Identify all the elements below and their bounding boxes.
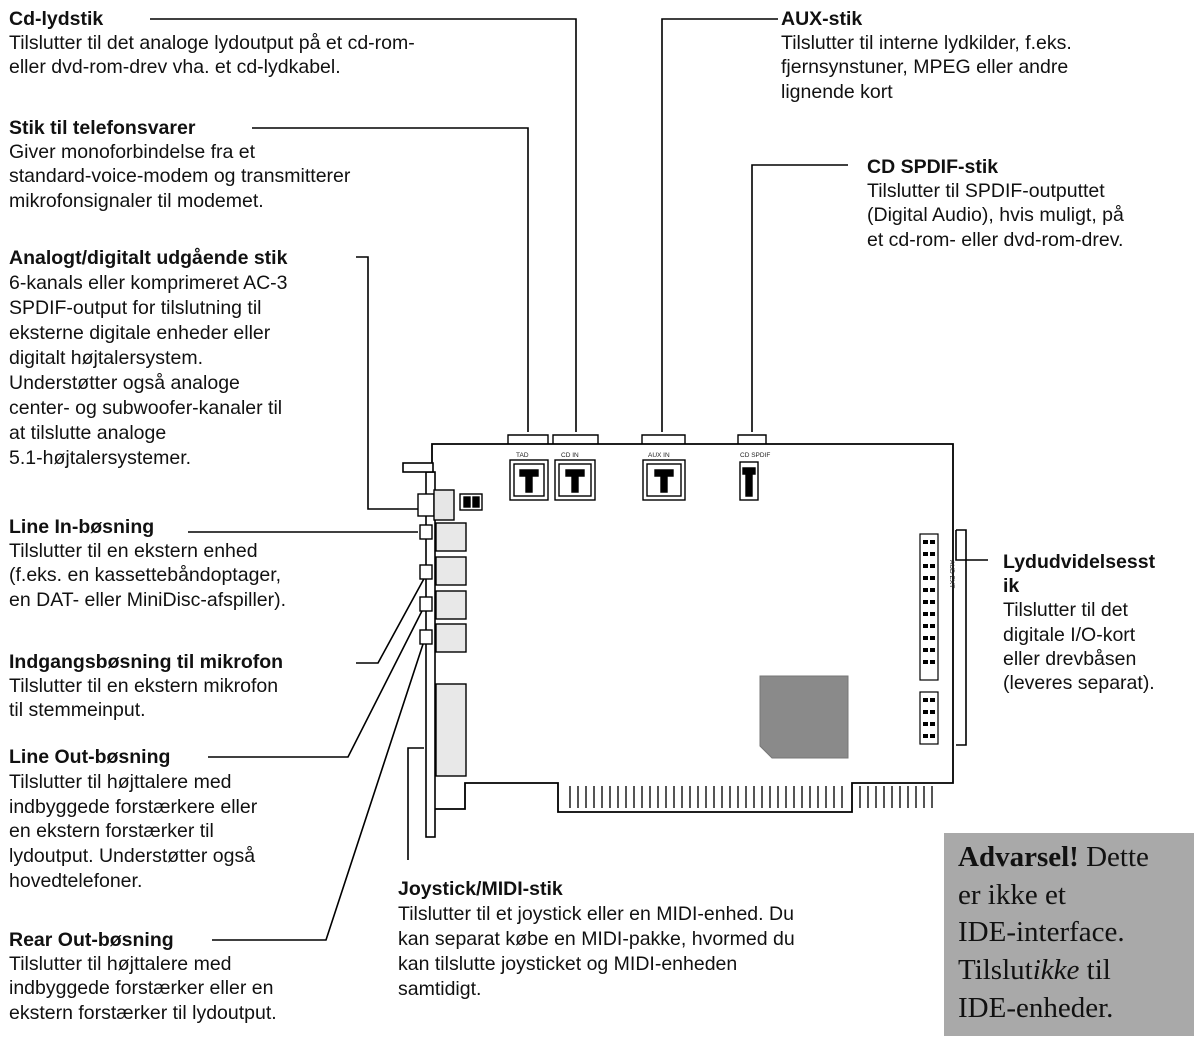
- warning-box: Advarsel! Dette er ikke et IDE-interface…: [944, 833, 1194, 1036]
- callout-line: digitalt højtalersystem.: [9, 346, 203, 369]
- callout-line: Tilslutter til interne lydkilder, f.eks.: [781, 32, 1072, 55]
- board-label-tad: TAD: [516, 452, 529, 459]
- callout-rear-out: Rear Out-bøsning Tilslutter til højttale…: [9, 928, 277, 1025]
- line-out-jack: [419, 596, 433, 612]
- callout-title: Line Out-bøsning: [9, 746, 171, 768]
- callout-line: Tilslutter til højttalere med: [9, 953, 232, 976]
- audio-expansion-header: [919, 533, 939, 681]
- callout-line: Tilslutter til SPDIF-outputtet: [867, 180, 1105, 203]
- warning-text: er ikke et: [958, 878, 1066, 911]
- leader-cd-audio: [150, 18, 577, 432]
- callout-title: AUX-stik: [781, 8, 863, 30]
- leader-mic: [356, 574, 427, 664]
- warning-title: Advarsel!: [958, 841, 1079, 873]
- callout-line: Tilslutter til et joystick eller en MIDI…: [398, 902, 794, 925]
- callout-line: digitale I/O-kort: [1003, 623, 1136, 646]
- callout-title: ik: [1003, 575, 1020, 598]
- callout-line: en ekstern forstærker til: [9, 820, 214, 843]
- leader-expansion-bracket: [956, 529, 967, 746]
- callout-line: (leveres separat).: [1003, 671, 1155, 694]
- callout-line: lignende kort: [781, 80, 893, 103]
- leader-aux: [661, 18, 778, 432]
- callout-line: Understøtter også analoge: [9, 371, 240, 394]
- callout-title: Indgangsbøsning til mikrofon: [9, 651, 284, 673]
- rear-out-jack: [419, 629, 433, 645]
- callout-line: hovedtelefoner.: [9, 869, 143, 892]
- board-label-aux-in: AUX IN: [648, 452, 670, 459]
- callout-line: at tilslutte analoge: [9, 421, 167, 444]
- callout-line-in: Line In-bøsning Tilslutter til en ekster…: [9, 515, 286, 612]
- callout-line: 5.1-højtalersystemer.: [9, 446, 192, 469]
- leader-rear: [212, 634, 427, 941]
- warning-text: til: [1079, 954, 1111, 987]
- callout-line: kan separat købe en MIDI-pakke, hvormed …: [398, 927, 795, 950]
- callout-line: 6-kanals eller komprimeret AC-3: [9, 271, 288, 294]
- callout-line: Giver monoforbindelse fra et: [9, 141, 256, 164]
- callout-line: Tilslutter til højttalere med: [9, 770, 232, 793]
- audio-expansion-header-2: [919, 691, 939, 745]
- callout-line: Tilslutter til en ekstern mikrofon: [9, 675, 279, 698]
- callout-spdif-out: Analogt/digitalt udgående stik 6-kanals …: [9, 246, 288, 471]
- callout-mic-in: Indgangsbøsning til mikrofon Tilslutter …: [9, 650, 283, 723]
- callout-line: (Digital Audio), hvis muligt, på: [867, 204, 1124, 227]
- board-label-aud-ext: AUD EXT: [948, 560, 955, 588]
- callout-line-out: Line Out-bøsning Tilslutter til højttale…: [9, 745, 257, 894]
- callout-line: indbyggede forstærkere eller: [9, 795, 258, 818]
- audio-chip: [759, 675, 849, 759]
- callout-line: et cd-rom- eller dvd-rom-drev.: [867, 228, 1124, 251]
- callout-line: til stemmeinput.: [9, 699, 146, 722]
- callout-line: eller dvd-rom-drev vha. et cd-lydkabel.: [9, 56, 341, 79]
- callout-line: samtidigt.: [398, 977, 482, 1000]
- callout-title: Cd-lydstik: [9, 8, 104, 30]
- callout-title: Analogt/digitalt udgående stik: [9, 247, 288, 269]
- callout-title: Rear Out-bøsning: [9, 929, 174, 951]
- callout-joystick: Joystick/MIDI-stik Tilslutter til et joy…: [398, 877, 795, 1002]
- leader-tad: [252, 127, 529, 432]
- callout-line: fjernsynstuner, MPEG eller andre: [781, 56, 1069, 79]
- warning-text: Tilslut: [958, 954, 1033, 987]
- callout-line: eksterne digitale enheder eller: [9, 321, 271, 344]
- warning-text: IDE-interface.: [958, 916, 1125, 949]
- board-label-cd-in: CD IN: [561, 452, 579, 459]
- warning-text: Dette: [1078, 841, 1149, 873]
- callout-line: indbyggede forstærker eller en: [9, 977, 274, 1000]
- line-in-jack: [419, 524, 433, 540]
- callout-cd-spdif: CD SPDIF-stik Tilslutter til SPDIF-outpu…: [867, 155, 1124, 252]
- leader-line-out: [208, 602, 427, 758]
- warning-text: IDE-enheder.: [958, 991, 1114, 1024]
- callout-line: (f.eks. en kassettebåndoptager,: [9, 564, 282, 587]
- leader-expansion: [955, 530, 988, 561]
- mic-jack: [419, 564, 433, 580]
- callout-line: Tilslutter til en ekstern enhed: [9, 540, 258, 563]
- callout-line: standard-voice-modem og transmitterer: [9, 165, 351, 188]
- callout-line: center- og subwoofer-kanaler til: [9, 396, 283, 419]
- callout-title: Stik til telefonsvarer: [9, 117, 196, 139]
- callout-expansion: Lydudvidelsesst ik Tilslutter til det di…: [1003, 550, 1155, 695]
- callout-line: lydoutput. Understøtter også: [9, 845, 256, 867]
- callout-title: Joystick/MIDI-stik: [398, 878, 563, 900]
- board-label-cd-spdif: CD SPDIF: [740, 452, 770, 459]
- callout-line: eller drevbåsen: [1003, 647, 1137, 670]
- spdif-out-jack: [417, 493, 435, 517]
- callout-title: Lydudvidelsesst: [1003, 551, 1156, 573]
- callout-cd-audio: Cd-lydstik Tilslutter til det analoge ly…: [9, 7, 415, 80]
- callout-line: mikrofonsignaler til modemet.: [9, 189, 264, 212]
- callout-line: en DAT- eller MiniDisc-afspiller).: [9, 588, 287, 611]
- callout-title: Line In-bøsning: [9, 516, 155, 538]
- callout-line: Tilslutter til det: [1003, 599, 1128, 622]
- callout-aux: AUX-stik Tilslutter til interne lydkilde…: [781, 7, 1072, 104]
- callout-title: CD SPDIF-stik: [867, 156, 999, 178]
- joystick-midi-port: [435, 683, 467, 777]
- callout-line: kan tilslutte joysticket og MIDI-enheden: [398, 952, 738, 975]
- warning-emphasis: ikke: [1032, 954, 1080, 987]
- callout-line: SPDIF-output for tilslutning til: [9, 296, 262, 319]
- callout-line: Tilslutter til det analoge lydoutput på …: [9, 32, 415, 55]
- leader-cd-spdif: [751, 164, 848, 432]
- leader-joystick: [407, 747, 424, 860]
- callout-tad: Stik til telefonsvarer Giver monoforbind…: [9, 116, 350, 213]
- callout-line: ekstern forstærker til lydoutput.: [9, 1001, 277, 1024]
- leader-spdif-out: [356, 256, 418, 510]
